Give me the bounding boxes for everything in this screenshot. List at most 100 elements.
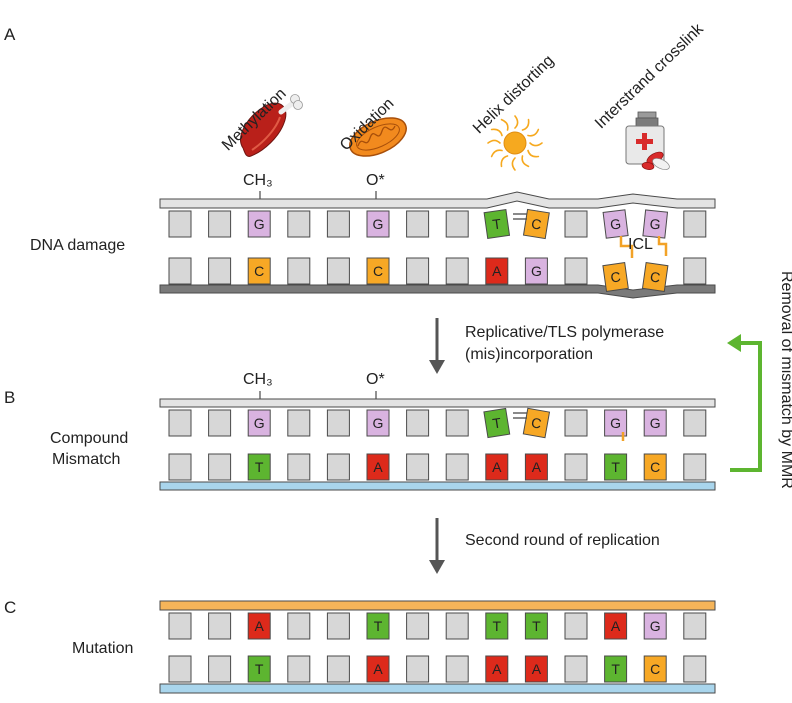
base-t: T	[483, 407, 511, 439]
base-t: T	[366, 612, 390, 640]
base-letter: A	[373, 459, 383, 475]
base-unpaired	[208, 257, 232, 285]
base-c: C	[643, 655, 667, 683]
base-unpaired	[168, 612, 192, 640]
base-letter: A	[255, 618, 265, 634]
base-unpaired	[208, 409, 232, 437]
base-letter: C	[530, 215, 543, 232]
base-a: A	[524, 655, 548, 683]
base-c: C	[522, 208, 550, 240]
base-letter: A	[611, 618, 621, 634]
base-t: T	[604, 453, 628, 481]
base-g: G	[604, 409, 628, 437]
sun-icon	[487, 115, 543, 171]
base-unpaired	[287, 612, 311, 640]
base-unpaired	[287, 210, 311, 238]
base-unpaired	[326, 612, 350, 640]
row-label-compound: Compound	[50, 430, 129, 447]
base-a: A	[485, 257, 509, 285]
base-unpaired	[564, 409, 588, 437]
base-unpaired	[445, 257, 469, 285]
strand-b-bottom	[159, 481, 716, 491]
base-t: T	[604, 655, 628, 683]
base-letter: G	[254, 216, 265, 232]
base-unpaired	[445, 210, 469, 238]
base-unpaired	[208, 612, 232, 640]
base-letter: T	[493, 618, 502, 634]
step-arrow-1	[429, 318, 445, 374]
base-letter: T	[255, 459, 264, 475]
panel-label-b: B	[4, 388, 16, 407]
step-arrow-2	[429, 518, 445, 574]
strand-b-top	[159, 398, 716, 408]
methyl-label-a: CH₃	[243, 172, 273, 189]
base-t: T	[247, 453, 271, 481]
panel-label-a: A	[4, 25, 16, 44]
base-t: T	[524, 612, 548, 640]
step-label-polymerase: Replicative/TLS polymerase	[465, 324, 665, 341]
base-unpaired	[445, 612, 469, 640]
mmr-side-label: Removal of mismatch by MMR	[778, 271, 792, 489]
base-letter: A	[492, 661, 502, 677]
base-letter: C	[649, 268, 661, 285]
base-unpaired	[208, 453, 232, 481]
row-label-mismatch: Mismatch	[52, 451, 121, 468]
strand-a-top	[159, 191, 716, 209]
base-unpaired	[683, 612, 707, 640]
base-letter: G	[373, 415, 384, 431]
base-unpaired	[287, 409, 311, 437]
base-unpaired	[168, 257, 192, 285]
methyl-label-b: CH₃	[243, 371, 273, 388]
base-letter: T	[255, 661, 264, 677]
base-unpaired	[406, 257, 430, 285]
base-unpaired	[564, 612, 588, 640]
distortion-bond-b	[513, 412, 527, 419]
base-unpaired	[445, 453, 469, 481]
base-letter: A	[532, 459, 542, 475]
base-unpaired	[683, 655, 707, 683]
strand-c-top	[159, 600, 716, 611]
base-unpaired	[683, 409, 707, 437]
base-unpaired	[564, 655, 588, 683]
base-t: T	[485, 612, 509, 640]
base-letter: C	[609, 268, 621, 285]
base-g: G	[643, 409, 667, 437]
base-t: T	[247, 655, 271, 683]
base-letter: A	[492, 459, 502, 475]
oxidation-label-b: O*	[366, 371, 385, 388]
base-unpaired	[168, 453, 192, 481]
base-unpaired	[564, 210, 588, 238]
base-unpaired	[406, 409, 430, 437]
modification-stems	[259, 191, 377, 399]
row-label-mutation: Mutation	[72, 640, 134, 657]
base-unpaired	[564, 453, 588, 481]
base-letter: T	[374, 618, 383, 634]
base-unpaired	[168, 409, 192, 437]
base-unpaired	[287, 655, 311, 683]
base-unpaired	[683, 257, 707, 285]
base-a: A	[485, 655, 509, 683]
panel-label-c: C	[4, 598, 17, 617]
base-letter: T	[491, 215, 502, 232]
step-label-second-round: Second round of replication	[465, 532, 660, 549]
icl-label: ICL	[628, 236, 653, 253]
base-c: C	[522, 407, 551, 439]
strands	[159, 191, 716, 694]
base-letter: G	[610, 415, 621, 431]
base-g: G	[247, 210, 271, 238]
base-unpaired	[287, 257, 311, 285]
base-unpaired	[406, 453, 430, 481]
base-a: A	[247, 612, 271, 640]
base-a: A	[485, 453, 509, 481]
distortion-bond-a	[513, 213, 527, 220]
base-letter: G	[531, 263, 542, 279]
base-letter: C	[650, 661, 660, 677]
mmr-arrow	[727, 334, 762, 472]
base-letter: A	[373, 661, 383, 677]
base-unpaired	[326, 409, 350, 437]
base-unpaired	[208, 655, 232, 683]
base-g: G	[602, 209, 629, 239]
